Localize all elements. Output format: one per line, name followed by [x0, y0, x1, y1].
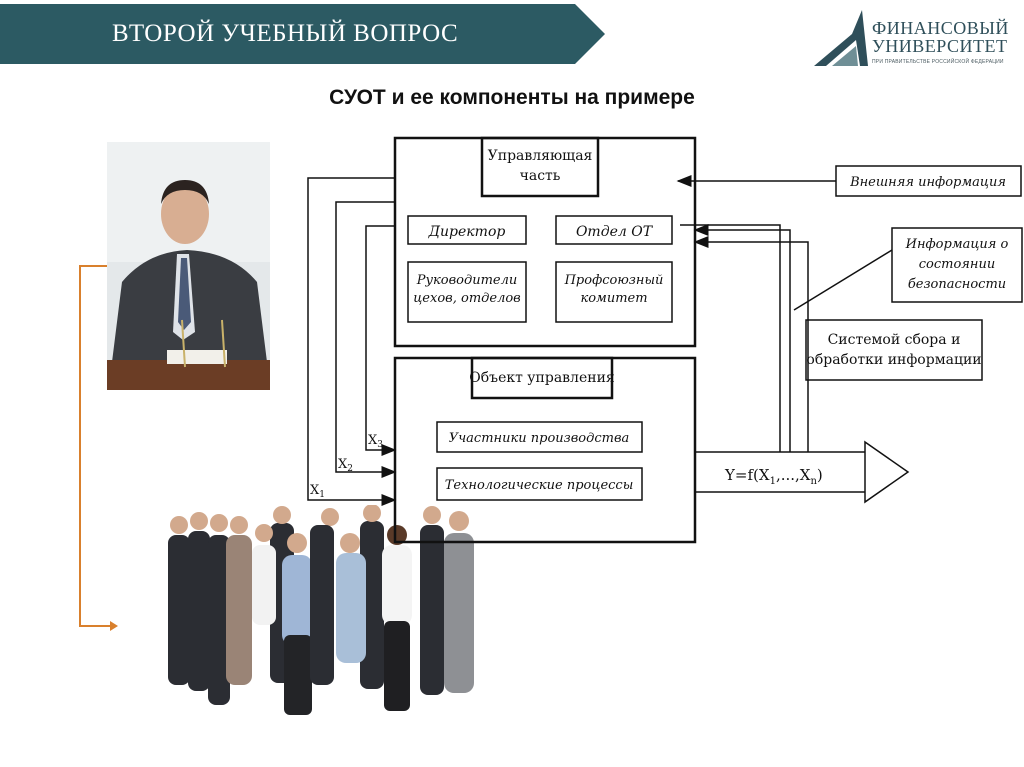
diagram-canvas: Управляющая часть Директор Отдел ОТ Руко… [307, 136, 1023, 544]
logo-text-line2: УНИВЕРСИТЕТ [872, 36, 1008, 56]
director-box [407, 215, 527, 245]
staff-figures [168, 504, 474, 715]
x1-sub: 1 [319, 490, 325, 500]
x2-label: X2 [338, 457, 353, 474]
processes-box [436, 467, 643, 501]
participants-label: Участники производства [449, 431, 630, 446]
output-formula: Y=f(X1,...,Xn) [724, 466, 823, 487]
heads-box [407, 261, 527, 323]
safety-info-label-2: состоянии [919, 257, 995, 272]
director-label: Директор [428, 224, 506, 240]
ot-dept-box [555, 215, 673, 245]
page-title: ВТОРОЙ УЧЕБНЫЙ ВОПРОС [112, 20, 459, 47]
ot-dept-label: Отдел ОТ [576, 224, 654, 240]
processes-label: Технологические процессы [445, 478, 634, 493]
collection-label-2: обработки информации [806, 352, 981, 368]
output-formula-sub1: 1 [770, 476, 776, 487]
banner-shape [0, 4, 605, 64]
object-label: Объект управления [469, 370, 615, 386]
header-banner: ВТОРОЙ УЧЕБНЫЙ ВОПРОС [0, 4, 605, 64]
external-info-label: Внешняя информация [849, 175, 1006, 190]
logo-subtext: ПРИ ПРАВИТЕЛЬСТВЕ РОССИЙСКОЙ ФЕДЕРАЦИИ [872, 59, 1004, 65]
collection-box [805, 319, 983, 381]
object-title-box [470, 356, 614, 400]
participants-box [436, 421, 643, 453]
x2-letter: X [338, 457, 348, 472]
output-formula-end: ) [817, 466, 823, 484]
control-part-label-2: часть [520, 168, 561, 184]
x1-letter: X [310, 483, 320, 498]
safety-info-label-1: Информация о [905, 237, 1009, 252]
output-formula-start: Y=f(X [724, 466, 770, 484]
union-label-2: комитет [580, 291, 647, 306]
output-formula-subn: n [810, 476, 817, 487]
control-part-title-box [480, 136, 600, 198]
collection-label-1: Системой сбора и [828, 332, 961, 348]
x2-sub: 2 [347, 464, 353, 474]
x3-label: X3 [368, 433, 383, 450]
slide-subtitle: СУОТ и ее компоненты на примере [329, 86, 695, 109]
union-label-1: Профсоюзный [564, 273, 664, 288]
director-staff-connector [79, 265, 118, 631]
output-formula-mid: ,...,X [776, 466, 811, 484]
director-photo [107, 142, 270, 390]
director-figure [107, 142, 270, 390]
heads-label-2: цехов, отделов [413, 291, 521, 306]
control-part-label-1: Управляющая [488, 148, 593, 164]
staff-group-illustration [160, 504, 490, 725]
safety-info-label-3: безопасности [908, 277, 1006, 292]
block-diagram: Управляющая часть Директор Отдел ОТ Руко… [300, 130, 1024, 570]
heads-label-1: Руководители [416, 273, 518, 288]
safety-info-box [891, 227, 1023, 303]
logo-text-line1: ФИНАНСОВЫЙ [872, 18, 1009, 38]
x3-letter: X [368, 433, 378, 448]
x3-sub: 3 [377, 440, 383, 450]
logo-emblem-icon [814, 10, 868, 66]
x1-label: X1 [310, 483, 325, 500]
union-box [555, 261, 673, 323]
university-logo: ФИНАНСОВЫЙ УНИВЕРСИТЕТ ПРИ ПРАВИТЕЛЬСТВЕ… [812, 6, 1017, 70]
